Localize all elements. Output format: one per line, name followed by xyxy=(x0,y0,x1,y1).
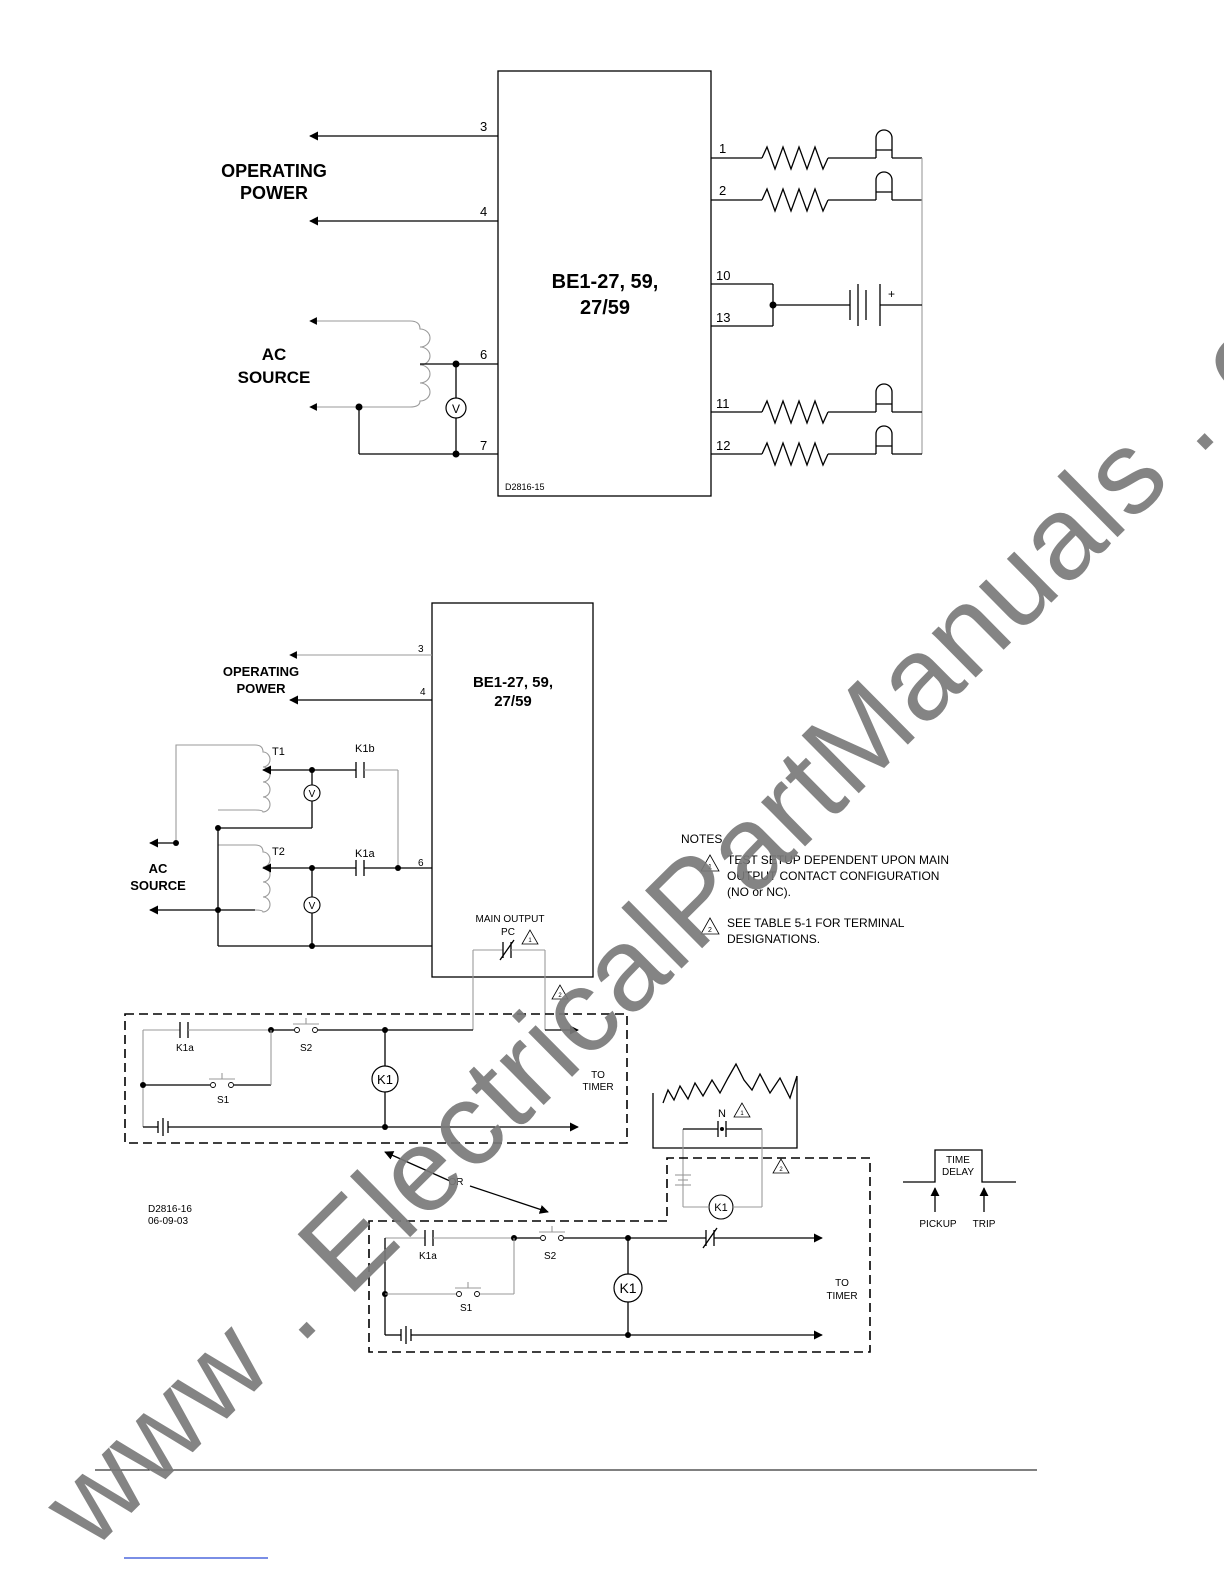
k1a-label: K1a xyxy=(355,848,375,860)
relay-box-2 xyxy=(431,602,594,978)
notes-title: NOTES xyxy=(681,832,722,846)
timer-a-to-2: TIMER xyxy=(582,1082,613,1093)
timer-a-s2: S2 xyxy=(300,1043,313,1054)
terminal-7: 7 xyxy=(480,438,487,453)
note-1-number: 1 xyxy=(708,864,712,871)
timer-circuit-a-box xyxy=(124,1013,628,1144)
ac-source-label-1: AC xyxy=(262,345,287,364)
t1-label: T1 xyxy=(272,746,285,758)
note-2-line-2: DESIGNATIONS. xyxy=(727,932,820,946)
note-2-number: 2 xyxy=(708,927,712,934)
k1-small: K1 xyxy=(714,1202,727,1214)
n-label: N xyxy=(718,1108,726,1120)
note-marker-1-a: 1 xyxy=(528,938,532,944)
terminal-4-b: 4 xyxy=(420,687,426,698)
relay-box-2-label-2: 27/59 xyxy=(494,693,532,710)
drawing-id-2-line-1: D2816-16 xyxy=(148,1204,192,1215)
timer-b-to-1: TO xyxy=(835,1278,849,1289)
operating-power-label-2: POWER xyxy=(240,183,308,203)
note-2-triangle xyxy=(700,917,720,935)
timer-b-k1a: K1a xyxy=(419,1251,437,1262)
voltmeter-t2-label: V xyxy=(309,901,316,912)
ac-source-label-b1: AC xyxy=(149,861,168,876)
voltmeter-1-label: V xyxy=(452,402,460,416)
terminal-1: 1 xyxy=(719,141,726,156)
relay-box-2-label-1: BE1-27, 59, xyxy=(473,674,553,691)
test-diagram-1: BE1-27, 59, 27/59 D2816-15 3 4 OPERATING… xyxy=(221,70,923,497)
main-output-label-1: MAIN OUTPUT xyxy=(476,914,545,925)
time-delay-label-1: TIME xyxy=(946,1155,970,1166)
relay-box-1-label-2: 27/59 xyxy=(580,297,630,319)
operating-power-label-b1: OPERATING xyxy=(223,664,299,679)
drawing-id-2-line-2: 06-09-03 xyxy=(148,1216,188,1227)
t2-label: T2 xyxy=(272,846,285,858)
note-marker-2-b: 2 xyxy=(779,1167,783,1173)
note-marker-2-a: 2 xyxy=(558,993,562,999)
terminal-12: 12 xyxy=(716,438,730,453)
relay-box-1-label-1: BE1-27, 59, xyxy=(552,271,659,293)
note-marker-1-b-triangle xyxy=(733,1102,751,1118)
voltmeter-t1-label: V xyxy=(309,789,316,800)
time-delay-waveform xyxy=(903,1149,1016,1183)
timer-a-s1: S1 xyxy=(217,1095,230,1106)
ac-source-label-b2: SOURCE xyxy=(130,878,186,893)
timer-b-k1: K1 xyxy=(619,1280,636,1296)
battery-plus-1: + xyxy=(888,287,895,301)
note-1-line-2: OUTPUT CONTACT CONFIGURATION xyxy=(727,869,939,883)
terminal-3: 3 xyxy=(480,119,487,134)
timer-circuit-b-box xyxy=(368,1157,871,1353)
timer-b-s2: S2 xyxy=(544,1251,557,1262)
terminal-13: 13 xyxy=(716,310,730,325)
main-output-label-2: PC xyxy=(501,927,515,938)
note-marker-1-triangle xyxy=(521,929,539,945)
k1b-label: K1b xyxy=(355,743,375,755)
operating-power-label-1: OPERATING xyxy=(221,161,327,181)
timer-a-k1: K1 xyxy=(377,1072,393,1087)
operating-power-label-b2: POWER xyxy=(236,681,286,696)
watermark: www . ElectricalPartManuals . com xyxy=(17,176,1224,1571)
terminal-2: 2 xyxy=(719,183,726,198)
timer-b-to-2: TIMER xyxy=(826,1291,857,1302)
drawing-id-1: D2816-15 xyxy=(505,482,545,492)
note-2-line-1: SEE TABLE 5-1 FOR TERMINAL xyxy=(727,916,905,930)
note-1-line-1: TEST SETUP DEPENDENT UPON MAIN xyxy=(727,853,949,867)
test-diagram-2: BE1-27, 59, 27/59 3 4 OPERATING POWER T1… xyxy=(124,602,1016,1353)
terminal-4: 4 xyxy=(480,204,487,219)
timer-a-k1a: K1a xyxy=(176,1043,194,1054)
terminal-6-b: 6 xyxy=(418,858,424,869)
note-1-line-3: (NO or NC). xyxy=(727,885,791,899)
note-marker-2-b-triangle xyxy=(772,1158,790,1174)
note-marker-1-b: 1 xyxy=(740,1111,744,1117)
note-marker-2-triangle xyxy=(551,984,569,1000)
or-label: OR xyxy=(449,1177,464,1188)
terminal-6: 6 xyxy=(480,347,487,362)
timer-a-to-1: TO xyxy=(591,1070,605,1081)
trip-label: TRIP xyxy=(973,1219,996,1230)
pickup-label: PICKUP xyxy=(919,1219,957,1230)
note-1-triangle xyxy=(700,854,720,872)
timer-b-s1: S1 xyxy=(460,1303,473,1314)
ac-source-label-2: SOURCE xyxy=(238,368,311,387)
terminal-10: 10 xyxy=(716,268,730,283)
terminal-3-b: 3 xyxy=(418,644,424,655)
terminal-11: 11 xyxy=(716,396,730,411)
time-delay-label-2: DELAY xyxy=(942,1167,974,1178)
